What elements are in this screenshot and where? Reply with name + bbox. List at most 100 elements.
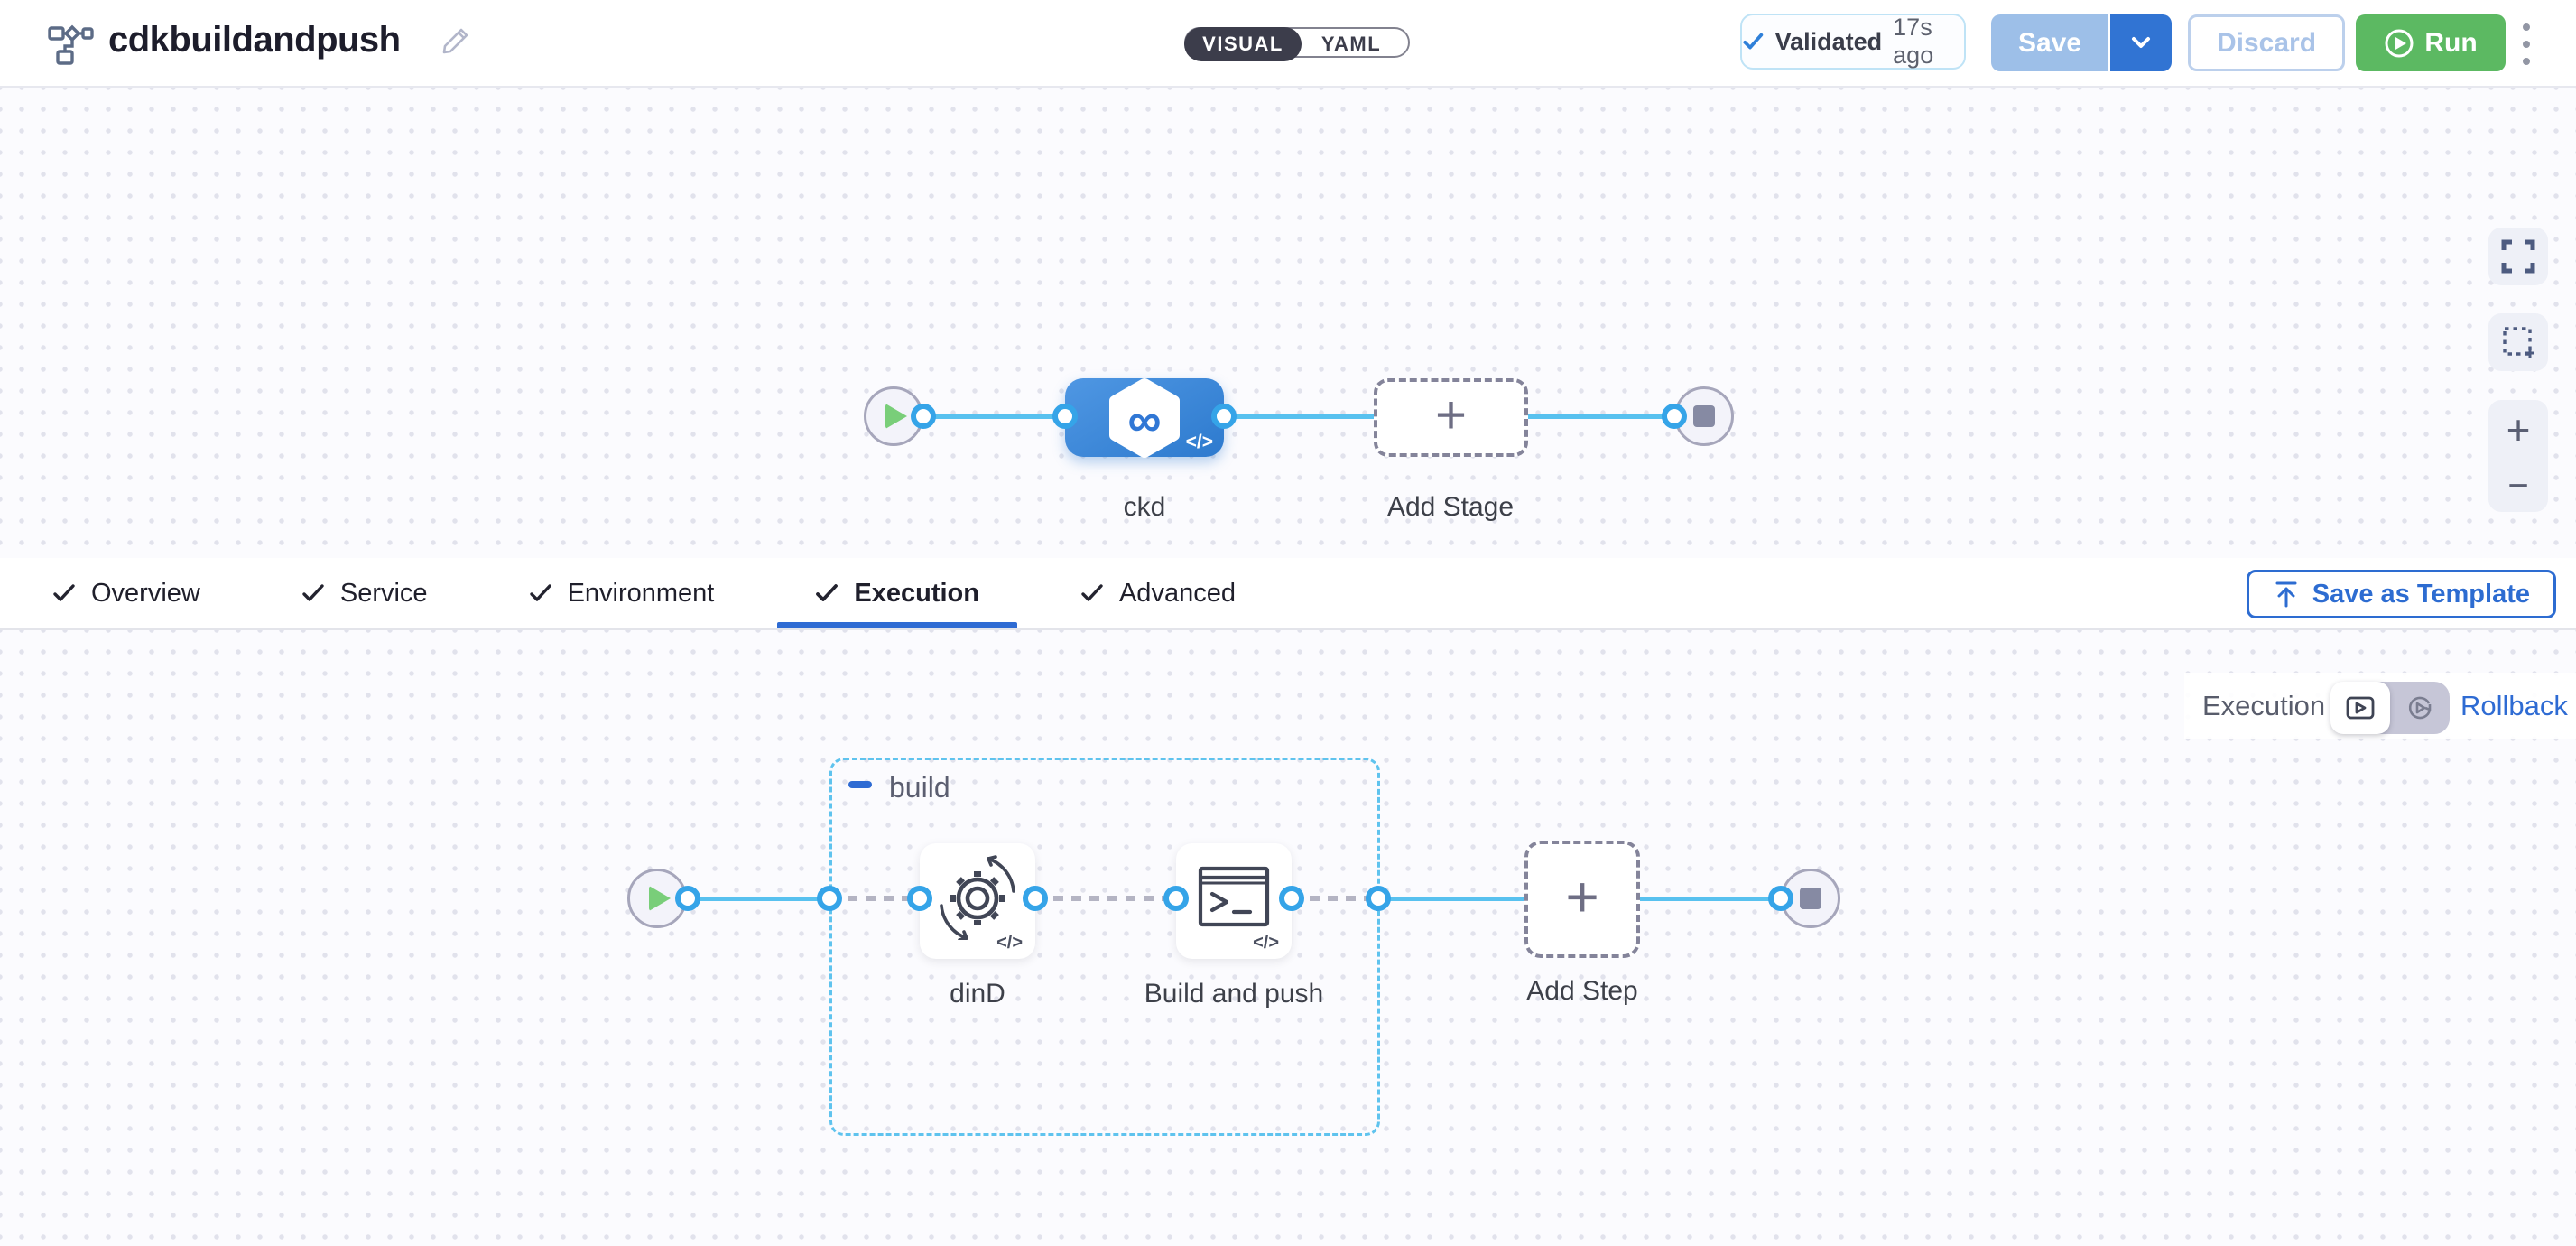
tab-label: Overview: [91, 578, 200, 608]
link-group-to-dind: [829, 896, 920, 901]
edit-pencil-icon[interactable]: [439, 25, 471, 58]
add-step-button[interactable]: +: [1524, 841, 1640, 958]
add-stage-button[interactable]: +: [1374, 378, 1528, 457]
fullscreen-button[interactable]: [2488, 228, 2548, 285]
save-as-template-label: Save as Template: [2312, 579, 2530, 609]
save-as-template-button[interactable]: Save as Template: [2246, 570, 2556, 618]
stage-tabbar: Overview Service Environment Execution A…: [0, 558, 2576, 630]
run-button[interactable]: Run: [2356, 14, 2506, 71]
connector-dot: [817, 886, 842, 911]
selection-mode-button[interactable]: [2488, 313, 2548, 371]
start-play-icon: [649, 886, 671, 911]
step-build-and-push[interactable]: </>: [1176, 843, 1292, 959]
link-stage-to-addstage: [1224, 414, 1374, 419]
group-name-label: build: [889, 771, 950, 804]
tab-label: Execution: [854, 578, 979, 608]
terminal-icon: [1198, 866, 1270, 926]
connector-dot: [907, 886, 932, 911]
execution-start-node: [627, 869, 687, 928]
connector-dot: [1768, 886, 1793, 911]
zoom-out-button[interactable]: −: [2507, 465, 2529, 506]
fullscreen-icon: [2501, 239, 2535, 274]
step-dind[interactable]: </>: [920, 843, 1035, 959]
header: cdkbuildandpush VISUAL YAML Validated 17…: [0, 0, 2576, 88]
collapse-group-button[interactable]: [848, 781, 872, 788]
link-addstep-to-end: [1640, 897, 1811, 901]
code-icon: </>: [996, 933, 1023, 953]
discard-button[interactable]: Discard: [2188, 14, 2345, 71]
step-group-build: [829, 758, 1380, 1136]
execution-canvas[interactable]: Execution Rollback build: [0, 630, 2576, 1246]
link-addstage-to-end: [1528, 414, 1704, 419]
step-dind-label: dinD: [950, 979, 1005, 1009]
execution-view-icon: [2346, 696, 2375, 720]
tab-check-icon: [1081, 584, 1103, 601]
connector-dot: [1052, 404, 1078, 429]
run-play-icon: [2385, 29, 2414, 57]
plus-icon: +: [1565, 864, 1599, 929]
connector-dot: [1662, 404, 1687, 429]
save-button[interactable]: Save: [1991, 14, 2110, 71]
tab-service[interactable]: Service: [301, 558, 428, 628]
chevron-down-icon: [2132, 37, 2150, 48]
rollback-view-icon: [2408, 696, 2432, 720]
connector-dot: [911, 404, 936, 429]
connector-dot: [1366, 886, 1391, 911]
add-step-label: Add Step: [1526, 976, 1638, 1006]
connector-dot: [675, 886, 700, 911]
plus-icon: +: [1434, 385, 1468, 445]
execution-view-button[interactable]: [2330, 682, 2390, 734]
connector-dot: [1211, 404, 1237, 429]
tab-advanced[interactable]: Advanced: [1080, 558, 1236, 628]
tab-environment[interactable]: Environment: [529, 558, 715, 628]
link-start-to-group: [657, 897, 829, 901]
tab-label: Service: [339, 578, 428, 608]
stage-node-ckd[interactable]: ∞ </>: [1065, 377, 1224, 458]
marquee-select-icon: [2503, 327, 2534, 358]
docker-in-docker-icon: [940, 855, 1015, 940]
rollback-link[interactable]: Rollback: [2460, 690, 2568, 721]
tab-overview[interactable]: Overview: [52, 558, 200, 628]
link-group-to-addstep: [1378, 897, 1524, 901]
yaml-tab[interactable]: YAML: [1320, 33, 1382, 55]
tab-check-icon: [53, 584, 75, 601]
link-buildpush-to-groupedge: [1292, 896, 1378, 901]
tab-check-icon: [302, 584, 324, 601]
execution-mode-label: Execution: [2202, 690, 2326, 721]
execution-rollback-toggle: [2330, 682, 2450, 734]
visual-yaml-toggle: VISUAL YAML: [1184, 27, 1410, 61]
validated-time: 17s ago: [1893, 14, 1934, 69]
connector-dot: [1163, 886, 1189, 911]
code-icon: </>: [1185, 432, 1213, 452]
start-play-icon: [885, 404, 907, 429]
save-split-button: Save: [1991, 14, 2172, 71]
ci-hexagon-icon: ∞: [1109, 377, 1180, 458]
tab-check-icon: [816, 584, 839, 601]
check-icon: [1743, 33, 1764, 50]
save-options-caret[interactable]: [2110, 14, 2172, 71]
link-dind-to-buildpush: [1035, 896, 1176, 901]
tab-check-icon: [529, 584, 551, 601]
upload-icon: [2275, 581, 2297, 608]
more-options-kebab-icon[interactable]: [2520, 23, 2533, 65]
stage-name-label: ckd: [1123, 492, 1166, 522]
validated-label: Validated: [1774, 27, 1883, 55]
tab-label: Advanced: [1118, 578, 1236, 608]
connector-dot: [1023, 886, 1048, 911]
pipeline-title: cdkbuildandpush: [108, 20, 401, 60]
tab-execution[interactable]: Execution: [777, 558, 1017, 628]
tab-label: Environment: [567, 578, 715, 608]
pipeline-icon: [48, 24, 94, 65]
add-stage-label: Add Stage: [1386, 492, 1515, 522]
stage-canvas[interactable]: ∞ </> + ckd Add Stage + −: [0, 88, 2576, 558]
zoom-in-button[interactable]: +: [2506, 405, 2531, 453]
svg-text:∞: ∞: [1127, 395, 1161, 447]
visual-tab[interactable]: VISUAL: [1184, 27, 1302, 61]
rollback-view-button[interactable]: [2390, 682, 2450, 734]
stop-icon: [1693, 405, 1715, 427]
link-start-to-stage: [894, 414, 1065, 419]
active-tab-underline: [777, 622, 1017, 628]
stage-tabs: Overview Service Environment Execution A…: [0, 558, 1236, 628]
validated-badge[interactable]: Validated 17s ago: [1740, 14, 1966, 70]
